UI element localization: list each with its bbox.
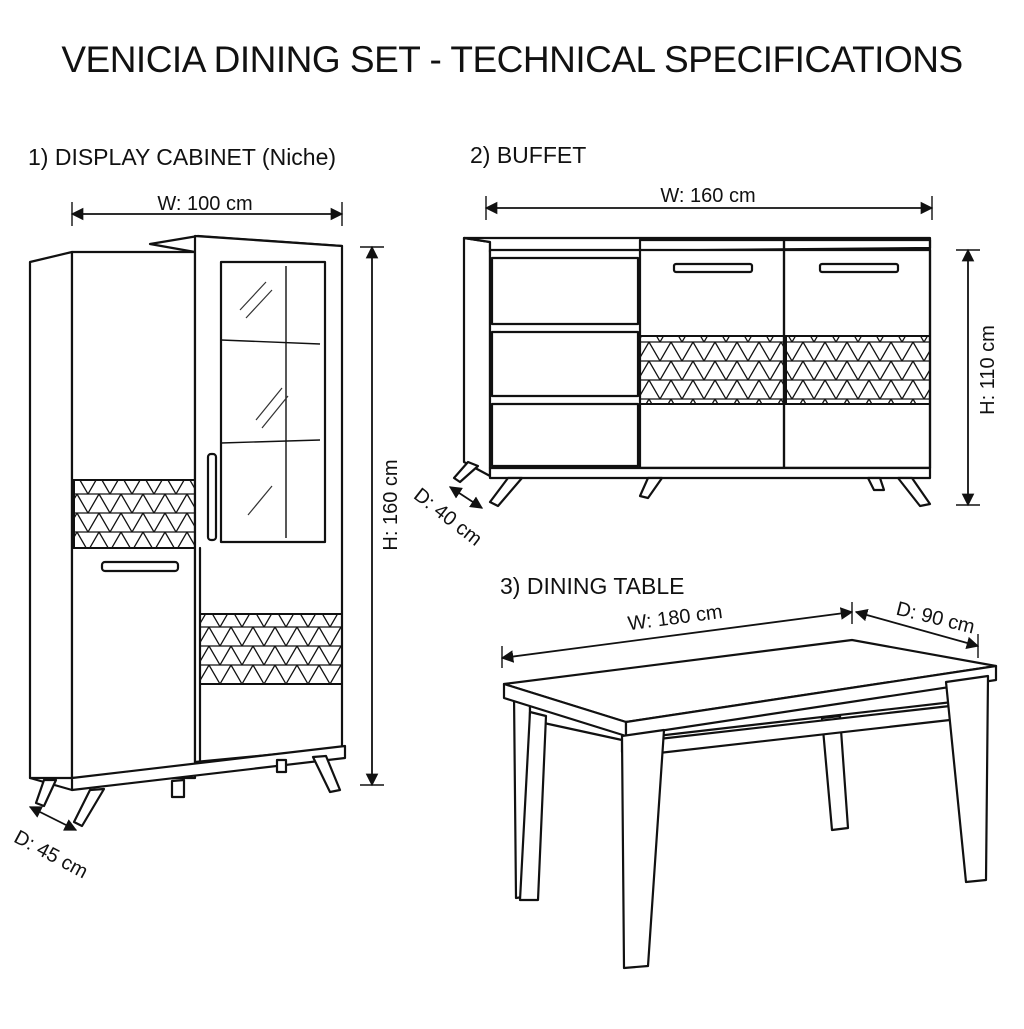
cabinet-pattern-band-left bbox=[73, 479, 196, 549]
display-cabinet: 1) DISPLAY CABINET (Niche) W: 100 cm H: … bbox=[10, 144, 402, 883]
buffet-width-label: W: 160 cm bbox=[660, 185, 755, 207]
buffet-label: 2) BUFFET bbox=[470, 142, 586, 168]
cabinet-plinth bbox=[70, 744, 347, 792]
buffet-leg bbox=[896, 476, 932, 508]
buffet-depth-arrow bbox=[448, 486, 484, 509]
cabinet-horizontal-handle bbox=[100, 560, 180, 573]
cabinet-pattern-band-right bbox=[199, 613, 343, 685]
glass-reflection bbox=[261, 395, 289, 429]
buffet-compartment-2 bbox=[490, 330, 640, 398]
buffet-leg bbox=[866, 476, 886, 492]
buffet-handle-left bbox=[672, 262, 754, 274]
buffet-plinth bbox=[488, 466, 932, 480]
buffet-leg bbox=[488, 476, 524, 508]
page-title: VENICIA DINING SET - TECHNICAL SPECIFICA… bbox=[61, 39, 962, 80]
buffet-handle-right bbox=[818, 262, 900, 274]
cabinet-depth-arrow bbox=[28, 806, 78, 831]
table-depth-arrow bbox=[854, 608, 980, 650]
cabinet-vertical-handle bbox=[206, 452, 218, 542]
cabinet-depth-label: D: 45 cm bbox=[10, 826, 91, 883]
cabinet-shelf-2 bbox=[220, 439, 321, 444]
buffet-leg bbox=[452, 460, 480, 484]
table-leg-left bbox=[518, 710, 548, 902]
glass-reflection bbox=[255, 387, 283, 421]
glass-reflection bbox=[245, 289, 273, 319]
buffet-depth-label: D: 40 cm bbox=[409, 484, 486, 551]
cabinet-leg bbox=[275, 758, 288, 774]
cabinet-glass-door bbox=[219, 260, 327, 544]
cabinet-leg bbox=[311, 754, 342, 794]
cabinet-leg bbox=[34, 778, 58, 808]
buffet-compartment-3 bbox=[490, 402, 640, 468]
buffet-leg bbox=[638, 476, 664, 500]
cabinet-shelf-1 bbox=[220, 339, 321, 345]
table-width-arrow bbox=[500, 607, 854, 663]
table-top-edge-front bbox=[624, 664, 998, 738]
table-depth-label: D: 90 cm bbox=[894, 598, 977, 639]
cabinet-width-label: W: 100 cm bbox=[157, 193, 252, 215]
buffet-height-label: H: 110 cm bbox=[977, 325, 999, 415]
cabinet-leg bbox=[72, 787, 106, 828]
buffet-pattern-band-right bbox=[785, 335, 931, 405]
buffet-compartment-1 bbox=[490, 256, 640, 326]
table-leg-front bbox=[620, 728, 666, 970]
cabinet-left-side bbox=[28, 250, 74, 780]
cabinet-height-label: H: 160 cm bbox=[380, 459, 402, 550]
dining-table: 3) DINING TABLE W: 180 cm D: 90 cm bbox=[500, 573, 998, 970]
cabinet-leg bbox=[170, 778, 186, 799]
glass-reflection bbox=[239, 281, 267, 311]
buffet-pattern-band-left bbox=[639, 335, 785, 405]
cabinet-label: 1) DISPLAY CABINET (Niche) bbox=[28, 144, 336, 170]
table-label: 3) DINING TABLE bbox=[500, 573, 684, 599]
buffet-side-panel bbox=[462, 236, 492, 478]
table-leg-front bbox=[944, 674, 990, 884]
glass-reflection bbox=[247, 485, 273, 516]
buffet: 2) BUFFET W: 160 cm H: 110 cm D: 40 cm bbox=[409, 142, 999, 551]
